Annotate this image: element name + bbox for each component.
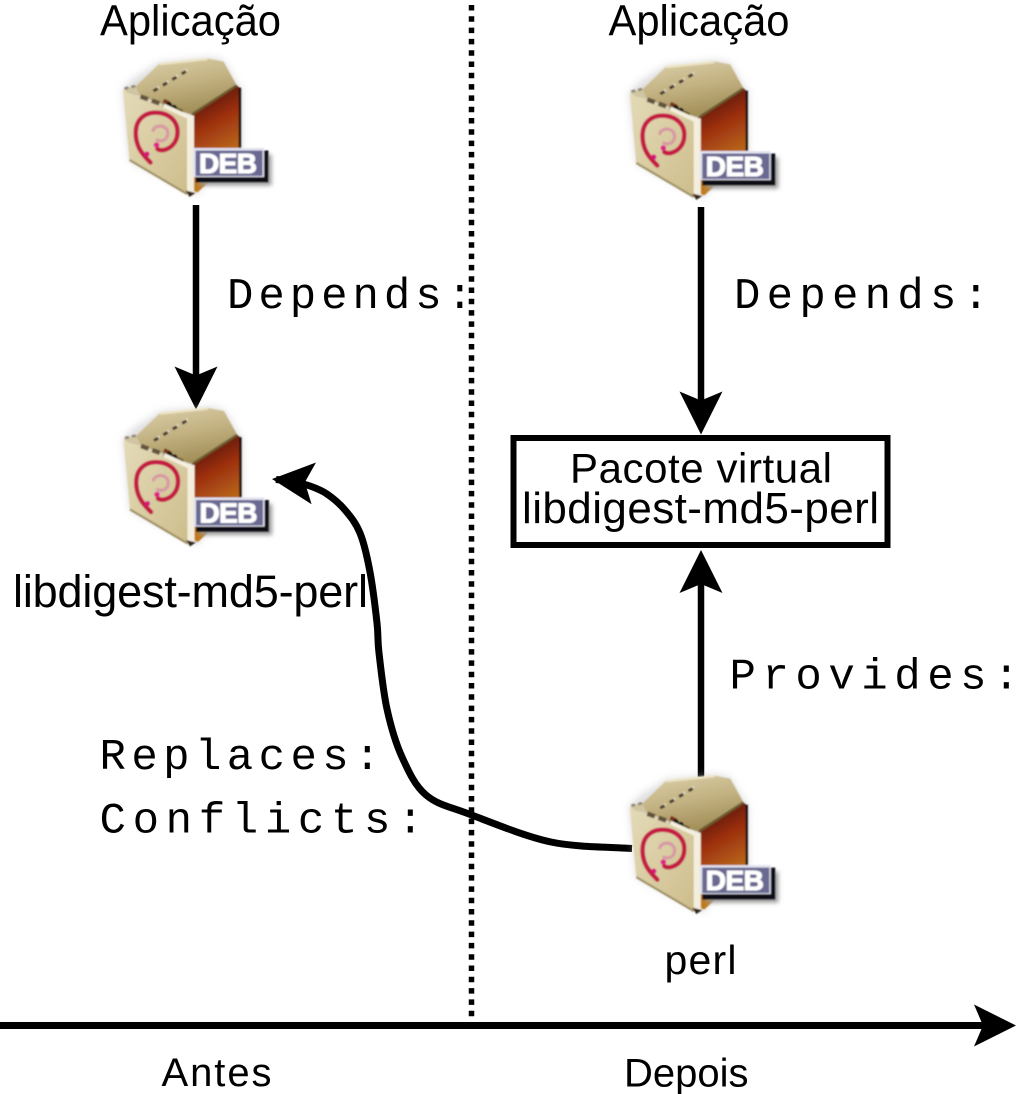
svg-text:Aplicação: Aplicação bbox=[609, 0, 790, 46]
svg-text:Provides:: Provides: bbox=[730, 653, 1020, 703]
svg-text:Aplicação: Aplicação bbox=[100, 0, 281, 46]
svg-text:libdigest-md5-perl: libdigest-md5-perl bbox=[522, 484, 879, 533]
svg-text:Depends:: Depends: bbox=[734, 272, 989, 322]
svg-text:Depends:: Depends: bbox=[227, 272, 473, 322]
svg-text:Pacote virtual: Pacote virtual bbox=[570, 445, 832, 492]
svg-text:perl: perl bbox=[665, 937, 737, 983]
svg-text:Depois: Depois bbox=[624, 1052, 749, 1094]
svg-text:Replaces:: Replaces: bbox=[100, 733, 381, 783]
svg-text:Antes: Antes bbox=[162, 1051, 272, 1094]
svg-text:libdigest-md5-perl: libdigest-md5-perl bbox=[13, 566, 368, 617]
svg-text:Conflicts:: Conflicts: bbox=[100, 797, 424, 847]
